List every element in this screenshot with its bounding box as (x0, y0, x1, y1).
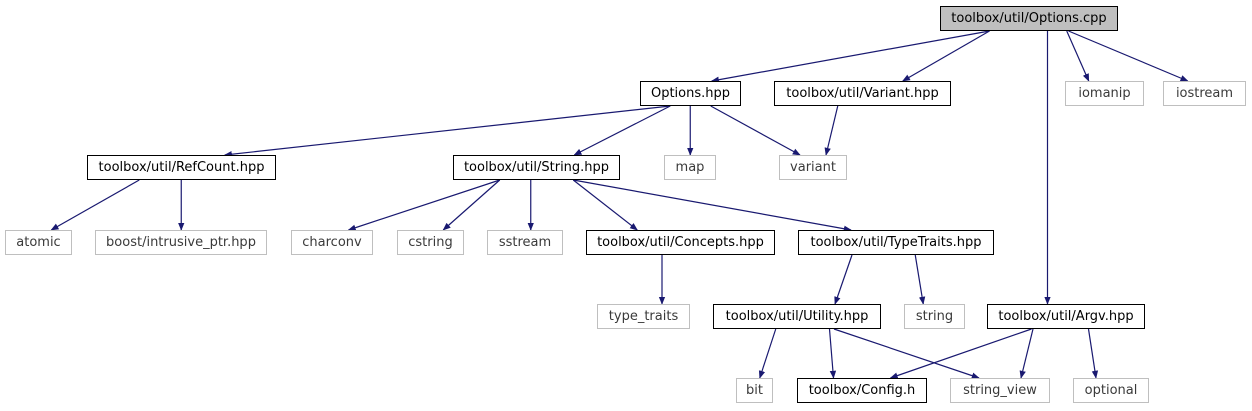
edge-options_cpp-to-variant_hpp (902, 30, 990, 82)
edge-utility_hpp-to-bit (758, 328, 777, 379)
edge-typetraits_hpp-to-utility_hpp (834, 254, 853, 305)
node-options-cpp: toolbox/util/Options.cpp (940, 6, 1118, 31)
edge-utility_hpp-to-config_h (828, 328, 837, 379)
node-utility-hpp[interactable]: toolbox/util/Utility.hpp (713, 304, 881, 329)
edge-options_hpp-to-refcount_hpp (223, 105, 671, 158)
node-argv-hpp[interactable]: toolbox/util/Argv.hpp (987, 304, 1145, 329)
node-bit: bit (736, 378, 773, 403)
edge-string_hpp-to-cstring (442, 179, 501, 231)
edge-typetraits_hpp-to-string (914, 254, 926, 305)
edge-argv_hpp-to-config_h (889, 328, 1032, 379)
node-config-h[interactable]: toolbox/Config.h (797, 378, 927, 403)
edge-variant_hpp-to-variant (824, 105, 839, 156)
node-string-hpp[interactable]: toolbox/util/String.hpp (453, 155, 620, 180)
node-cstring: cstring (397, 230, 464, 255)
node-optional: optional (1073, 378, 1149, 403)
edge-refcount_hpp-to-atomic (50, 179, 140, 231)
edge-options_cpp-to-options_hpp (710, 30, 990, 83)
node-typetraits-hpp[interactable]: toolbox/util/TypeTraits.hpp (798, 230, 994, 255)
node-refcount-hpp[interactable]: toolbox/util/RefCount.hpp (87, 155, 276, 180)
node-charconv: charconv (291, 230, 373, 255)
node-type-traits: type_traits (597, 304, 690, 329)
node-variant: variant (779, 155, 847, 180)
edge-options_cpp-to-iostream (1068, 30, 1189, 82)
edge-options_hpp-to-string_hpp (573, 105, 671, 156)
node-options-hpp[interactable]: Options.hpp (640, 81, 741, 106)
node-string-view: string_view (950, 378, 1050, 403)
node-iomanip: iomanip (1065, 81, 1144, 106)
edge-utility_hpp-to-string_view (833, 328, 980, 379)
node-variant-hpp[interactable]: toolbox/util/Variant.hpp (774, 81, 951, 106)
edge-options_cpp-to-iomanip (1066, 30, 1090, 82)
node-sstream: sstream (487, 230, 563, 255)
node-iostream: iostream (1163, 81, 1246, 106)
node-concepts-hpp[interactable]: toolbox/util/Concepts.hpp (586, 230, 775, 255)
edge-argv_hpp-to-optional (1087, 328, 1099, 379)
node-atomic: atomic (5, 230, 72, 255)
node-intrusive-ptr: boost/intrusive_ptr.hpp (95, 230, 267, 255)
edge-string_hpp-to-charconv (347, 179, 500, 231)
edge-string_hpp-to-typetraits_hpp (573, 179, 852, 232)
edge-string_hpp-to-concepts_hpp (572, 179, 638, 231)
node-string: string (904, 304, 965, 329)
node-map: map (664, 155, 716, 180)
edge-options_hpp-to-variant (710, 105, 801, 156)
edge-argv_hpp-to-string_view (1019, 328, 1034, 379)
